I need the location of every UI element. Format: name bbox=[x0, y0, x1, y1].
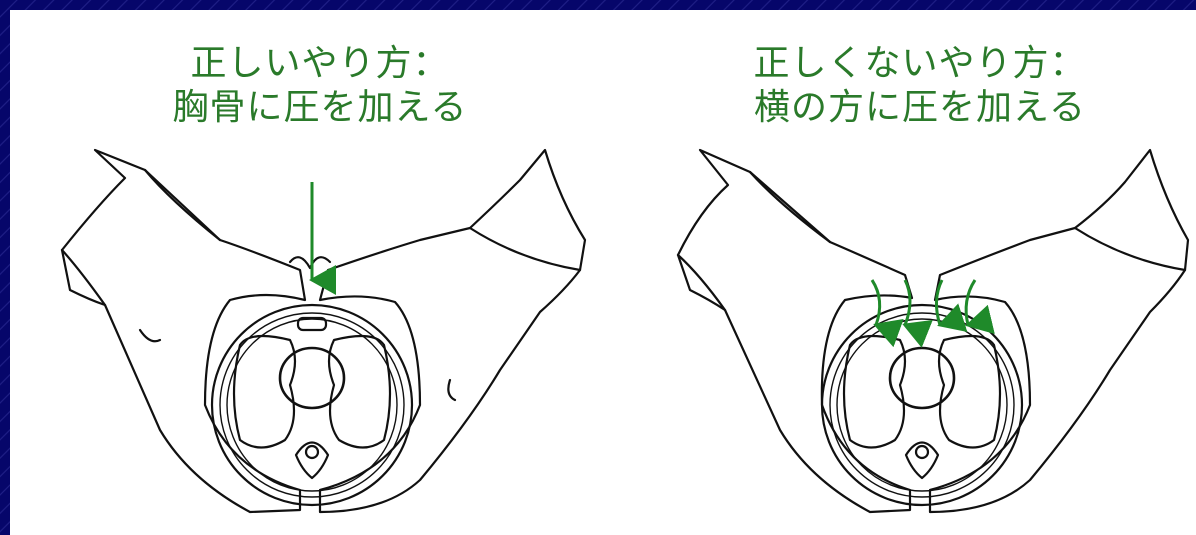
illustration-panel bbox=[10, 10, 1196, 535]
lateral-pressure-arrows bbox=[870, 279, 995, 348]
lung-right bbox=[937, 334, 1002, 449]
sternum bbox=[296, 316, 328, 332]
incorrect-method-figure bbox=[676, 148, 1190, 514]
correct-method-title: 正しいやり方： bbox=[190, 43, 450, 84]
right-hand-outline bbox=[928, 148, 1190, 514]
lung-right bbox=[327, 334, 392, 449]
left-hand-outline bbox=[60, 148, 307, 514]
incorrect-method-description: 横の方に圧を加える bbox=[754, 87, 1086, 128]
chest-outer bbox=[820, 303, 1024, 507]
spine bbox=[294, 441, 330, 480]
right-hand-outline bbox=[318, 148, 587, 514]
lung-left bbox=[842, 334, 907, 449]
correct-method-description: 胸骨に圧を加える bbox=[172, 87, 468, 128]
incorrect-method-caption: 正しくないやり方： 横の方に圧を加える bbox=[730, 42, 1110, 130]
lung-left bbox=[232, 334, 297, 449]
heart bbox=[278, 346, 346, 410]
incorrect-method-title: 正しくないやり方： bbox=[753, 43, 1087, 84]
heart bbox=[888, 346, 956, 410]
correct-method-caption: 正しいやり方： 胸骨に圧を加える bbox=[170, 42, 470, 130]
left-hand-outline bbox=[676, 148, 914, 514]
spine bbox=[904, 441, 940, 480]
correct-method-figure bbox=[60, 148, 587, 514]
chest-outer bbox=[210, 303, 414, 507]
